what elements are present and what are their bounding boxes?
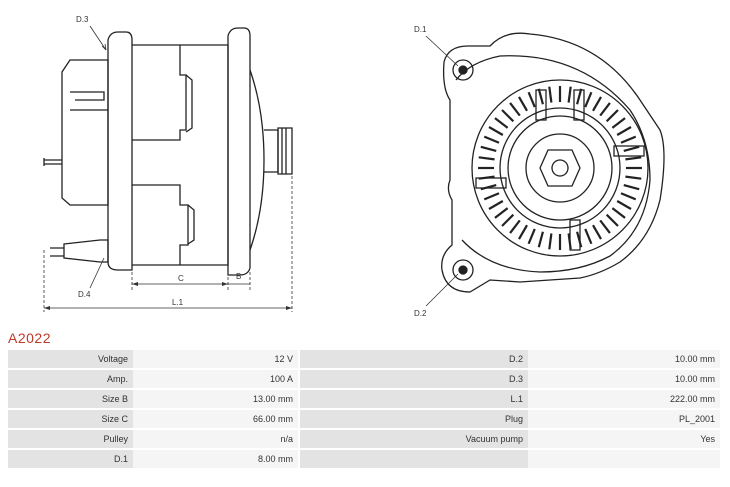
cooling-slot bbox=[488, 200, 504, 210]
spec-value: 8.00 mm bbox=[133, 450, 300, 468]
spec-value: Yes bbox=[528, 430, 720, 448]
spec-value: n/a bbox=[133, 430, 300, 448]
cooling-slot bbox=[527, 228, 536, 245]
cooling-slot bbox=[494, 207, 509, 219]
label-d3: D.3 bbox=[76, 15, 89, 24]
cooling-slot bbox=[620, 192, 637, 201]
alternator-side-view: D.3 D.4 C B L.1 bbox=[43, 15, 293, 312]
cooling-slot bbox=[567, 233, 572, 250]
spec-key: Size C bbox=[8, 410, 133, 428]
cooling-slot bbox=[592, 224, 602, 240]
cooling-slot bbox=[548, 86, 553, 103]
spec-key: Amp. bbox=[8, 370, 133, 388]
spec-key: L.1 bbox=[300, 390, 528, 408]
cooling-slot bbox=[518, 96, 528, 112]
technical-drawing: D.3 D.4 C B L.1 bbox=[43, 15, 665, 318]
cooling-slot bbox=[509, 219, 521, 234]
spec-value: 10.00 mm bbox=[528, 350, 720, 368]
spec-key bbox=[300, 450, 528, 468]
cooling-slot bbox=[611, 117, 626, 129]
label-b: B bbox=[236, 272, 241, 281]
cooling-slot bbox=[599, 102, 611, 117]
cooling-slot bbox=[483, 192, 500, 201]
spec-key: D.1 bbox=[8, 450, 133, 468]
cooling-slot bbox=[576, 88, 583, 105]
cooling-slot bbox=[623, 145, 640, 152]
spec-value: 13.00 mm bbox=[133, 390, 300, 408]
cooling-slot bbox=[605, 109, 619, 123]
table-row: Amp. 100 A D.3 10.00 mm bbox=[8, 370, 720, 388]
label-d2: D.2 bbox=[414, 309, 427, 318]
cooling-slot bbox=[483, 135, 500, 144]
label-c: C bbox=[178, 274, 184, 283]
spec-value: 10.00 mm bbox=[528, 370, 720, 388]
spec-key: Plug bbox=[300, 410, 528, 428]
spec-value: 222.00 mm bbox=[528, 390, 720, 408]
cooling-slot bbox=[494, 117, 509, 129]
table-row: Voltage 12 V D.2 10.00 mm bbox=[8, 350, 720, 368]
cooling-slot bbox=[592, 96, 602, 112]
cooling-slot bbox=[527, 91, 536, 108]
spec-value: 100 A bbox=[133, 370, 300, 388]
spec-value bbox=[528, 450, 720, 468]
spec-key: D.2 bbox=[300, 350, 528, 368]
specifications-table: Voltage 12 V D.2 10.00 mm Amp. 100 A D.3… bbox=[8, 348, 720, 470]
table-row: Size C 66.00 mm Plug PL_2001 bbox=[8, 410, 720, 428]
cooling-slot bbox=[488, 126, 504, 136]
cooling-slot bbox=[625, 156, 642, 161]
spec-key: D.3 bbox=[300, 370, 528, 388]
label-d1: D.1 bbox=[414, 25, 427, 34]
table-row: Size B 13.00 mm L.1 222.00 mm bbox=[8, 390, 720, 408]
cooling-slot bbox=[620, 135, 637, 144]
label-l1: L.1 bbox=[172, 298, 184, 307]
cooling-slot bbox=[478, 175, 495, 180]
cooling-slot bbox=[584, 91, 593, 108]
cooling-slot bbox=[605, 213, 619, 227]
cooling-slot bbox=[537, 231, 544, 248]
cooling-slot bbox=[548, 233, 553, 250]
cooling-slot bbox=[584, 228, 593, 245]
cooling-slot bbox=[623, 184, 640, 191]
part-code-title: A2022 bbox=[8, 330, 51, 346]
cooling-slot bbox=[576, 231, 583, 248]
cooling-slot bbox=[501, 109, 515, 123]
cooling-slot bbox=[480, 145, 497, 152]
cooling-slot bbox=[611, 207, 626, 219]
spec-value: 12 V bbox=[133, 350, 300, 368]
cooling-slot bbox=[501, 213, 515, 227]
table-row: D.1 8.00 mm bbox=[8, 450, 720, 468]
cooling-slot bbox=[599, 219, 611, 234]
cooling-slot bbox=[616, 126, 632, 136]
spec-key: Voltage bbox=[8, 350, 133, 368]
spec-key: Pulley bbox=[8, 430, 133, 448]
cooling-slot bbox=[509, 102, 521, 117]
cooling-slot bbox=[480, 184, 497, 191]
cooling-slot bbox=[518, 224, 528, 240]
spec-value: PL_2001 bbox=[528, 410, 720, 428]
spec-key: Size B bbox=[8, 390, 133, 408]
spec-key: Vacuum pump bbox=[300, 430, 528, 448]
table-row: Pulley n/a Vacuum pump Yes bbox=[8, 430, 720, 448]
cooling-slot bbox=[537, 88, 544, 105]
label-d4: D.4 bbox=[78, 290, 91, 299]
cooling-slot bbox=[616, 200, 632, 210]
spec-value: 66.00 mm bbox=[133, 410, 300, 428]
cooling-slot bbox=[478, 156, 495, 161]
cooling-slot bbox=[625, 175, 642, 180]
cooling-slot bbox=[567, 86, 572, 103]
